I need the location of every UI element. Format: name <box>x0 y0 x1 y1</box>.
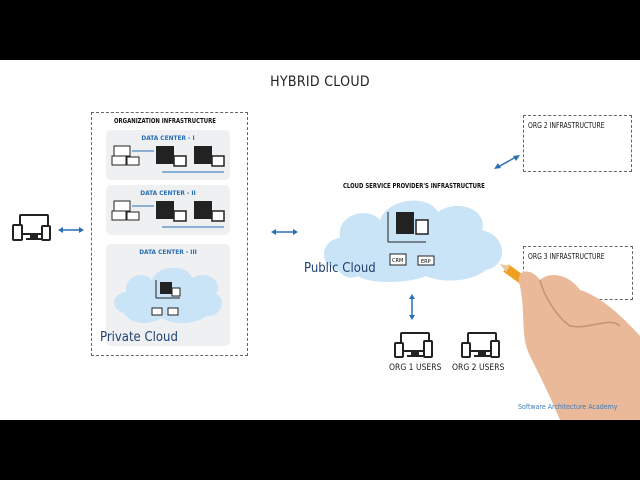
data-center-1-label: DATA CENTER - I <box>141 134 195 142</box>
organization-infrastructure-box: ORGANIZATION INFRASTRUCTURE <box>91 112 248 356</box>
servers-icon <box>111 145 225 173</box>
private-cloud-label: Private Cloud <box>100 330 178 345</box>
org2-infrastructure-box: ORG 2 INFRASTRUCTURE <box>523 115 632 172</box>
data-center-2-label: DATA CENTER - II <box>140 189 196 197</box>
diagonal-arrow-icon <box>494 155 520 169</box>
devices-icon <box>12 214 51 241</box>
erp-icon: ERP <box>421 259 431 265</box>
data-center-1: DATA CENTER - I <box>106 130 230 180</box>
org3-label: ORG 3 INFRASTRUCTURE <box>528 252 605 261</box>
hand-with-pencil-image <box>500 264 640 420</box>
org2-users-label: ORG 2 USERS <box>452 363 505 373</box>
diagram-canvas: HYBRID CLOUD ORGANIZATION INFRASTRUCTURE… <box>0 60 640 420</box>
public-cloud-shape: CRM ERP <box>323 200 503 282</box>
provider-label: CLOUD SERVICE PROVIDER'S INFRASTRUCTURE <box>343 182 485 190</box>
diagram-title: HYBRID CLOUD <box>270 74 370 90</box>
servers-icon <box>111 200 225 228</box>
org1-users-label: ORG 1 USERS <box>389 363 442 373</box>
vertical-arrow-icon <box>409 294 415 320</box>
org2-devices-icon <box>461 332 500 358</box>
org2-label: ORG 2 INFRASTRUCTURE <box>528 121 605 130</box>
crm-icon: CRM <box>392 258 403 264</box>
bidirectional-arrow-icon <box>58 227 84 233</box>
watermark: Software Architecture Academy <box>518 403 618 411</box>
organization-label: ORGANIZATION INFRASTRUCTURE <box>114 117 216 125</box>
public-cloud-label: Public Cloud <box>304 261 376 276</box>
bidirectional-arrow-icon <box>271 229 298 235</box>
data-center-2: DATA CENTER - II <box>106 185 230 235</box>
private-cloud-shape <box>114 267 222 323</box>
data-center-3: DATA CENTER - III <box>106 244 230 346</box>
org1-devices-icon <box>394 332 433 358</box>
data-center-3-label: DATA CENTER - III <box>139 248 197 256</box>
